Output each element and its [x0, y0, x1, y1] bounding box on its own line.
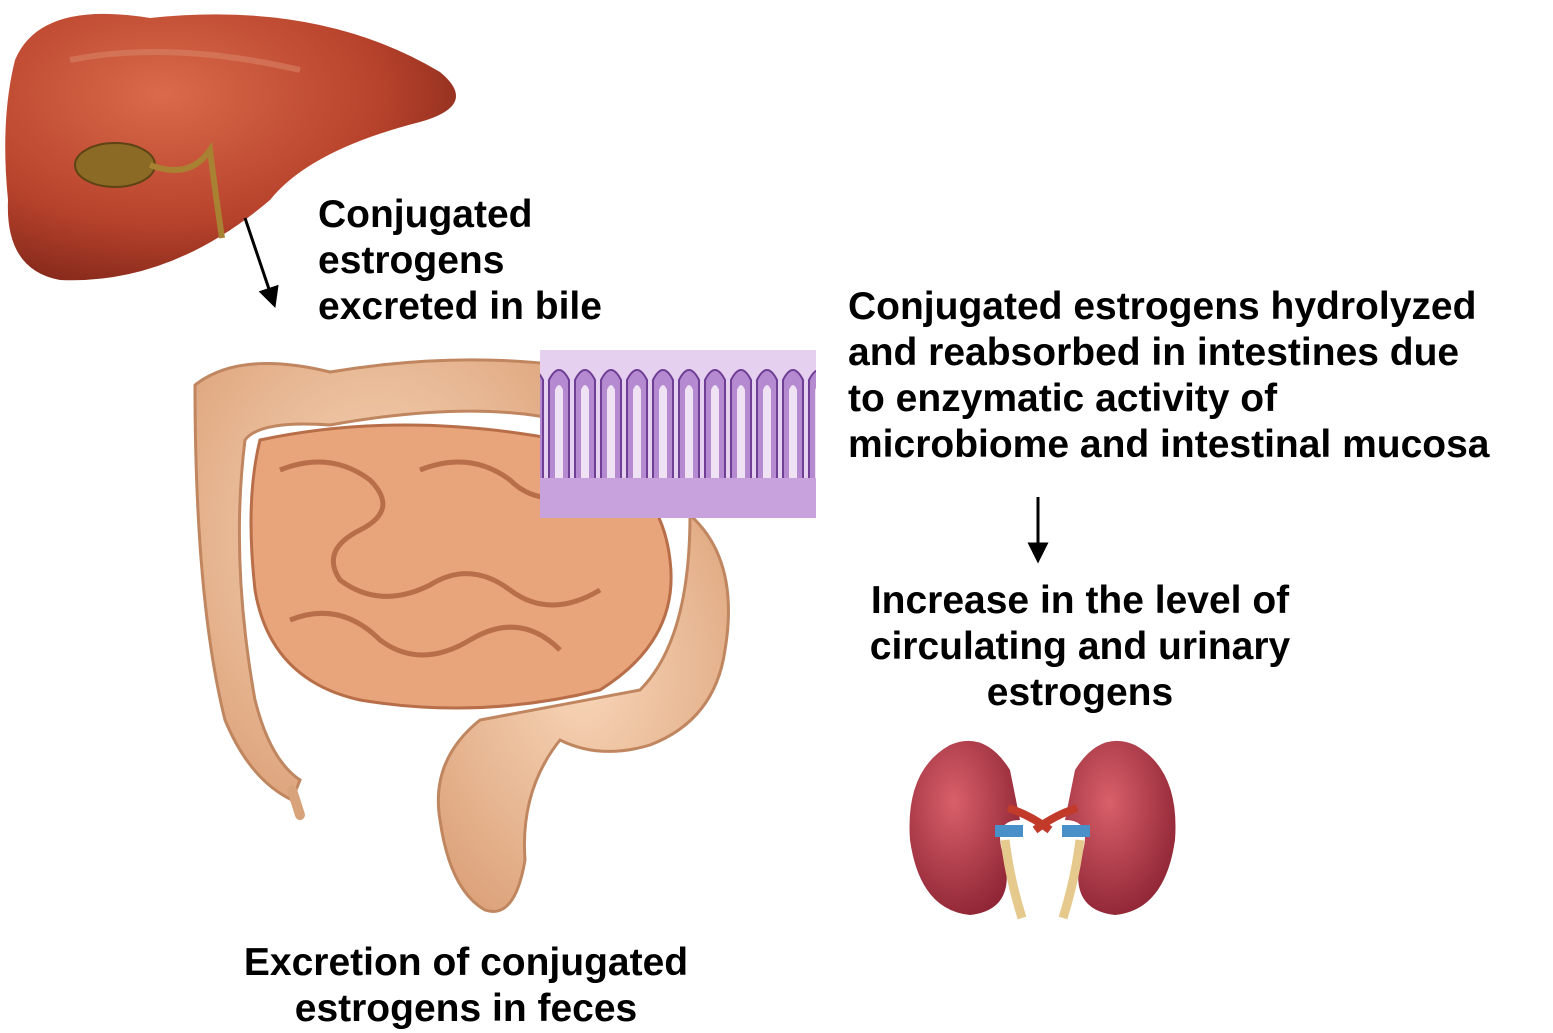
label-line: Excretion of conjugated	[244, 941, 688, 984]
arrow-liver-to-intestine	[245, 218, 272, 298]
label-hydrolysis-reabsorption: Conjugated estrogens hydrolyzed and reab…	[848, 284, 1548, 468]
label-line: Conjugated	[318, 193, 532, 236]
label-line: and reabsorbed in intestines due	[848, 331, 1459, 374]
label-line: circulating and urinary	[870, 625, 1290, 668]
label-line: Conjugated estrogens hydrolyzed	[848, 285, 1476, 328]
label-fecal-excretion: Excretion of conjugated estrogens in fec…	[186, 940, 746, 1032]
kidneys-illustration	[910, 741, 1176, 918]
label-line: estrogens	[987, 671, 1173, 714]
intestinal-mucosa-micrograph	[540, 350, 816, 518]
label-line: to enzymatic activity of	[848, 377, 1277, 420]
label-bile-excretion: Conjugated estrogens excreted in bile	[318, 192, 678, 330]
label-line: estrogens in feces	[295, 987, 637, 1030]
label-line: excreted in bile	[318, 285, 602, 328]
label-line: estrogens	[318, 239, 504, 282]
label-line: microbiome and intestinal mucosa	[848, 423, 1489, 466]
label-line: Increase in the level of	[871, 579, 1289, 622]
label-circulating-increase: Increase in the level of circulating and…	[830, 578, 1330, 716]
